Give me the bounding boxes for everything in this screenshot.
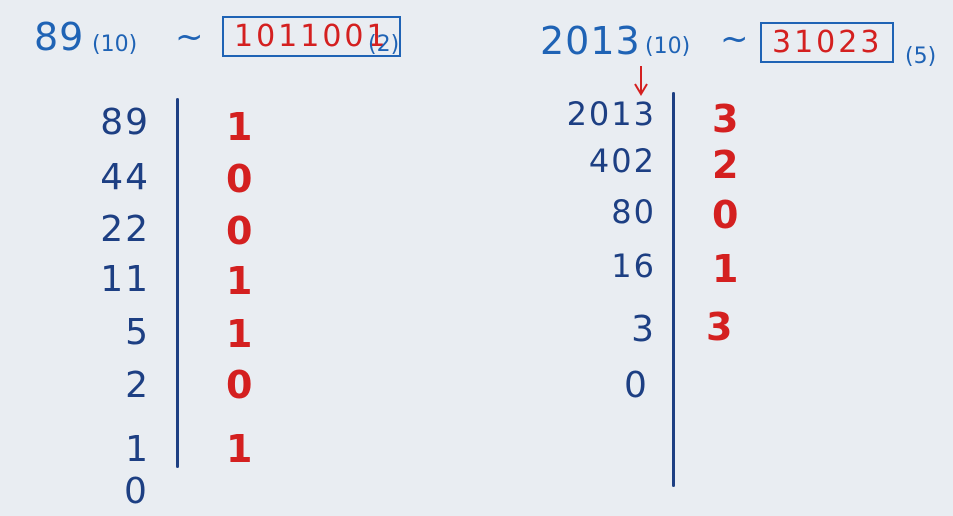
left-quotient: 0 bbox=[124, 471, 149, 512]
left-remainder: 1 bbox=[226, 105, 253, 149]
left-remainder: 0 bbox=[226, 209, 253, 253]
left-remainder: 0 bbox=[226, 157, 253, 201]
left-quotient: 44 bbox=[100, 157, 150, 198]
right-quotient: 402 bbox=[588, 142, 656, 180]
right-remainder: 1 bbox=[712, 247, 739, 291]
left-quotient: 89 bbox=[100, 102, 150, 143]
left-quotient: 22 bbox=[100, 209, 150, 250]
right-decimal-base: (10) bbox=[645, 34, 691, 59]
right-decimal-number: 2013 bbox=[540, 19, 641, 63]
left-decimal-base: (10) bbox=[92, 32, 138, 57]
left-quotient: 11 bbox=[100, 259, 150, 300]
left-division-line bbox=[176, 98, 179, 468]
left-quotient: 1 bbox=[125, 429, 150, 470]
right-remainder: 2 bbox=[712, 143, 739, 187]
left-remainder: 0 bbox=[226, 363, 253, 407]
left-remainder: 1 bbox=[226, 427, 253, 471]
left-result-base: (2) bbox=[368, 32, 400, 57]
left-result-box: 1011001 bbox=[222, 16, 401, 57]
right-quotient: 16 bbox=[611, 247, 656, 285]
right-remainder: 0 bbox=[712, 193, 739, 237]
right-remainder: 3 bbox=[712, 97, 739, 141]
right-quotient: 80 bbox=[611, 193, 656, 231]
left-remainder: 1 bbox=[226, 312, 253, 356]
right-remainder: 3 bbox=[706, 305, 733, 349]
left-decimal-number: 89 bbox=[34, 15, 85, 59]
left-quotient: 2 bbox=[125, 365, 150, 406]
down-arrow-icon bbox=[634, 66, 648, 96]
right-result-base: (5) bbox=[905, 44, 937, 69]
right-quotient: 3 bbox=[631, 309, 656, 350]
right-division-line bbox=[672, 92, 675, 487]
left-tilde: ~ bbox=[175, 17, 204, 57]
right-tilde: ~ bbox=[720, 19, 749, 59]
right-quotient: 0 bbox=[624, 365, 649, 406]
right-quotient: 2013 bbox=[566, 95, 656, 133]
left-quotient: 5 bbox=[125, 312, 150, 353]
left-remainder: 1 bbox=[226, 259, 253, 303]
right-result-box: 31023 bbox=[760, 22, 895, 63]
